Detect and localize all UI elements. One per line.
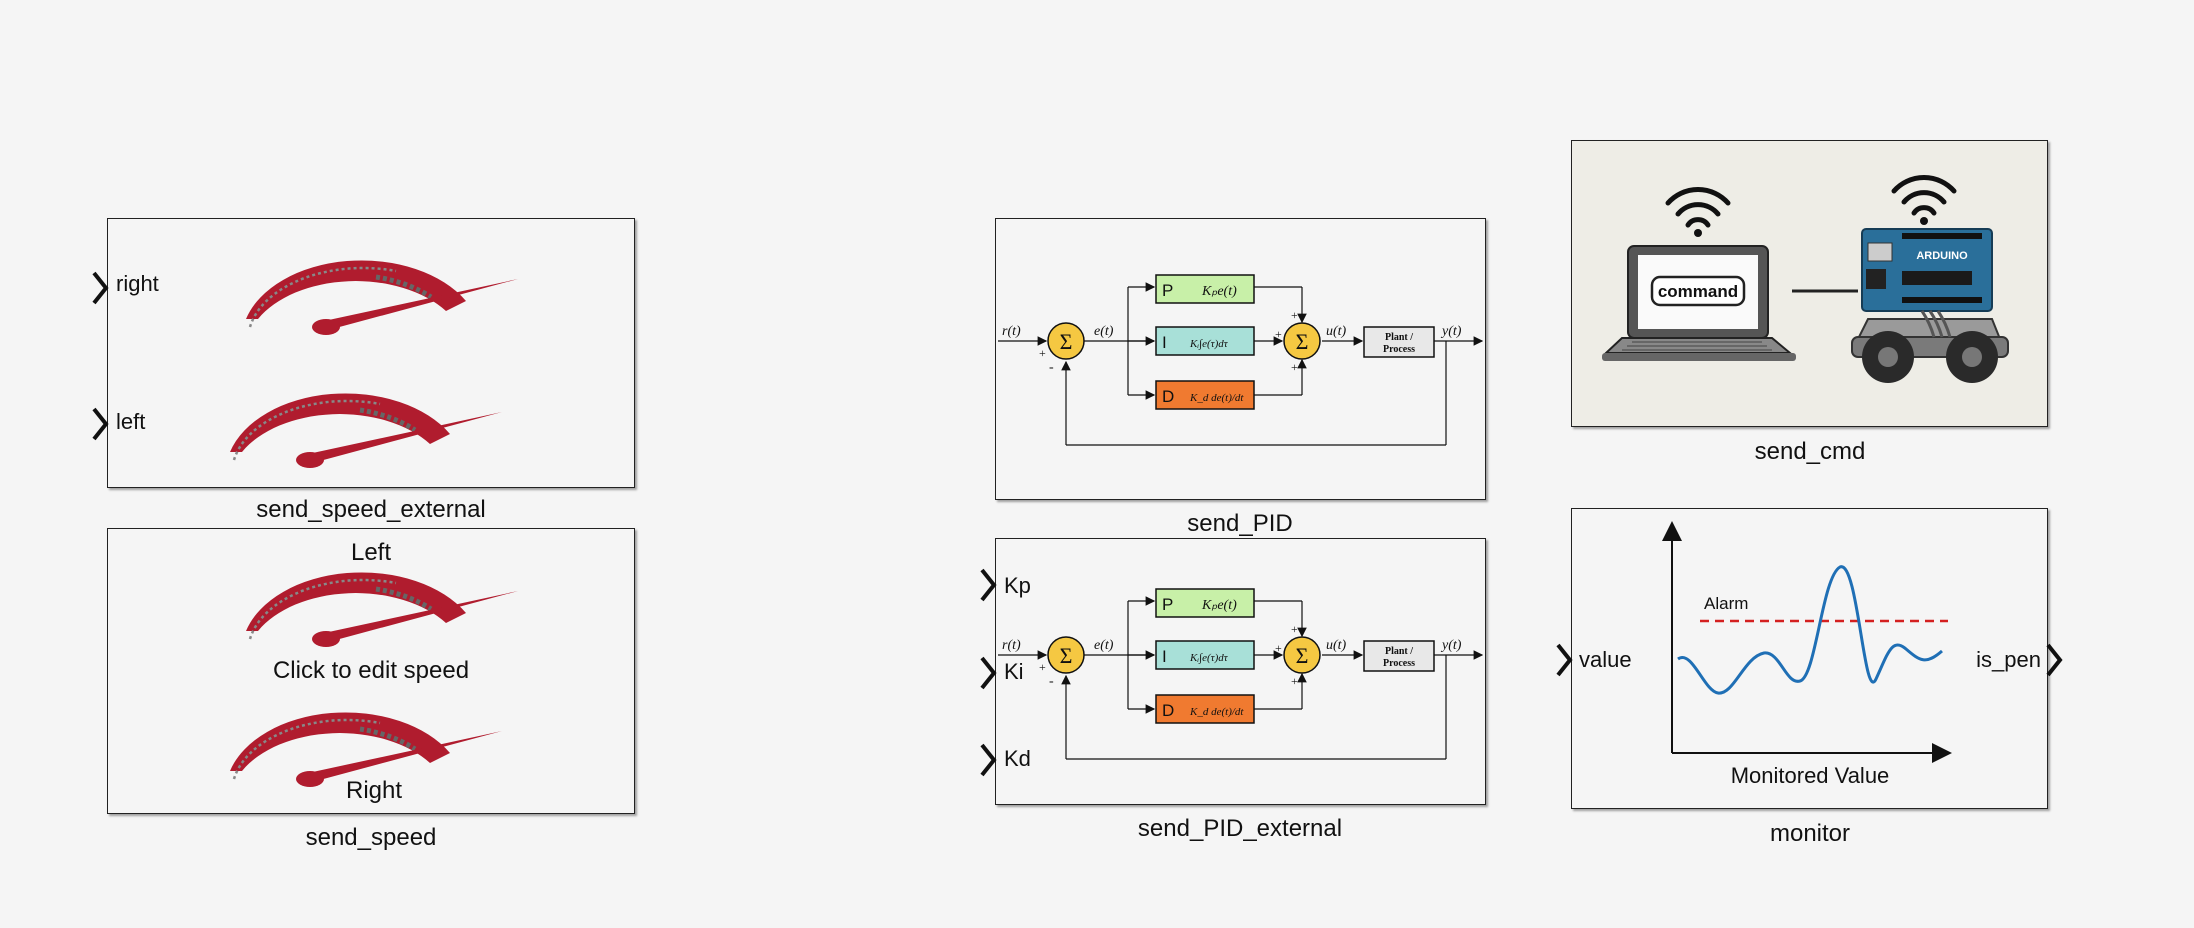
svg-text:Process: Process <box>1383 344 1415 355</box>
send-pid-block[interactable]: Σ + - Σ + + + P Kₚe(t) I Kᵢ∫e(τ)dτ D K_d… <box>995 218 1486 500</box>
svg-text:+: + <box>1275 641 1282 655</box>
output-port-is-pen-arrow[interactable] <box>2046 643 2064 677</box>
plant-process-block <box>1363 326 1435 358</box>
svg-text:r(t): r(t) <box>1002 324 1021 339</box>
block-name-send-pid[interactable]: send_PID <box>1187 510 1293 537</box>
speed-gauge-icon <box>246 561 536 661</box>
sum-junction-1 <box>1047 636 1085 674</box>
svg-text:r(t): r(t) <box>1002 638 1021 653</box>
send-speed-block[interactable]: Left Click to edit speed Right <box>107 528 635 814</box>
input-port-kd-arrow[interactable] <box>980 743 998 777</box>
pid-diagram: Σ + - Σ + + + P Kₚe(t) I Kᵢ∫e(τ)dτ D K_d… <box>998 588 1484 760</box>
d-gain-block <box>1155 694 1255 724</box>
laptop-arduino-wireless-icon: command ARDUINO <box>1602 175 2009 383</box>
svg-text:Kₚe(t): Kₚe(t) <box>1201 598 1237 613</box>
svg-text:I: I <box>1162 647 1167 666</box>
pid-diagram: Σ + - Σ + + + P Kₚe(t) I Kᵢ∫e(τ)dτ D K_d… <box>998 274 1484 446</box>
svg-text:Process: Process <box>1383 658 1415 669</box>
svg-text:Kₚe(t): Kₚe(t) <box>1201 284 1237 299</box>
svg-text:Σ: Σ <box>1060 643 1073 668</box>
svg-text:Plant /: Plant / <box>1385 646 1413 657</box>
svg-text:D: D <box>1162 387 1174 406</box>
svg-text:+: + <box>1291 622 1298 636</box>
input-port-left-arrow[interactable] <box>92 407 110 441</box>
sum-junction-2 <box>1283 322 1321 360</box>
svg-text:Kᵢ∫e(τ)dτ: Kᵢ∫e(τ)dτ <box>1189 338 1229 350</box>
send-pid-external-block[interactable]: Σ + - Σ + + + P Kₚe(t) I Kᵢ∫e(τ)dτ D K_d… <box>995 538 1486 805</box>
send-cmd-block[interactable]: command ARDUINO <box>1571 140 2048 427</box>
svg-text:K_d de(t)/dt: K_d de(t)/dt <box>1189 706 1244 718</box>
block-name-monitor[interactable]: monitor <box>1769 820 1851 847</box>
svg-text:+: + <box>1291 308 1298 322</box>
svg-text:D: D <box>1162 701 1174 720</box>
svg-text:Σ: Σ <box>1296 329 1309 354</box>
port-label-kd: Kd <box>1004 746 1031 771</box>
svg-text:+: + <box>1039 660 1046 674</box>
svg-text:e(t): e(t) <box>1094 324 1114 339</box>
d-gain-block <box>1155 380 1255 410</box>
svg-text:Plant /: Plant / <box>1385 332 1413 343</box>
svg-text:+: + <box>1291 360 1298 374</box>
speed-gauge-icon <box>230 382 520 482</box>
svg-text:I: I <box>1162 333 1167 352</box>
input-port-kp-arrow[interactable] <box>980 568 998 602</box>
svg-text:u(t): u(t) <box>1326 638 1347 653</box>
svg-text:Alarm: Alarm <box>1704 594 1748 613</box>
p-gain-block <box>1155 588 1255 618</box>
i-gain-block <box>1155 640 1255 670</box>
port-label-kp: Kp <box>1004 573 1031 598</box>
svg-text:+: + <box>1275 327 1282 341</box>
speed-gauge-icon <box>246 249 536 349</box>
svg-text:+: + <box>1291 674 1298 688</box>
port-label-is-pen: is_pen <box>1976 647 2041 672</box>
svg-text:y(t): y(t) <box>1440 324 1462 339</box>
p-gain-block <box>1155 274 1255 304</box>
monitor-chart-icon: Alarm <box>1662 521 1952 763</box>
svg-text:P: P <box>1162 595 1173 614</box>
block-name-send-speed[interactable]: send_speed <box>305 824 437 851</box>
port-label-ki: Ki <box>1004 659 1024 685</box>
input-port-right-arrow[interactable] <box>92 271 110 305</box>
svg-text:u(t): u(t) <box>1326 324 1347 339</box>
svg-text:P: P <box>1162 281 1173 300</box>
monitored-value-label: Monitored Value <box>1730 763 1890 788</box>
svg-text:e(t): e(t) <box>1094 638 1114 653</box>
input-port-ki-arrow[interactable] <box>980 656 998 690</box>
block-name-send-cmd[interactable]: send_cmd <box>1754 438 1866 465</box>
send-speed-external-block[interactable]: right left <box>107 218 635 488</box>
plant-process-block <box>1363 640 1435 672</box>
port-label-left: left <box>116 409 146 434</box>
monitored-signal-line <box>1677 565 1943 695</box>
monitor-block[interactable]: Alarm value is_pen Monitored Value <box>1571 508 2048 809</box>
svg-text:command: command <box>1658 282 1738 301</box>
port-label-value: value <box>1579 647 1632 672</box>
svg-text:-: - <box>1049 360 1054 375</box>
right-speed-label: Right <box>345 777 403 804</box>
svg-text:-: - <box>1049 674 1054 689</box>
i-gain-block <box>1155 326 1255 356</box>
svg-text:y(t): y(t) <box>1440 638 1462 653</box>
sum-junction-2 <box>1283 636 1321 674</box>
sum-junction-1 <box>1047 322 1085 360</box>
left-speed-label: Left <box>350 539 392 566</box>
svg-text:Σ: Σ <box>1060 329 1073 354</box>
input-port-value-arrow[interactable] <box>1556 643 1574 677</box>
svg-text:Kᵢ∫e(τ)dτ: Kᵢ∫e(τ)dτ <box>1189 652 1229 664</box>
port-label-right: right <box>116 271 159 296</box>
click-to-edit-speed-label[interactable]: Click to edit speed <box>272 657 470 684</box>
svg-text:Σ: Σ <box>1296 643 1309 668</box>
block-name-send-pid-external[interactable]: send_PID_external <box>1137 815 1343 842</box>
svg-text:+: + <box>1039 346 1046 360</box>
block-name-send-speed-external[interactable]: send_speed_external <box>256 496 486 523</box>
svg-text:K_d de(t)/dt: K_d de(t)/dt <box>1189 392 1244 404</box>
svg-text:ARDUINO: ARDUINO <box>1916 250 1968 262</box>
